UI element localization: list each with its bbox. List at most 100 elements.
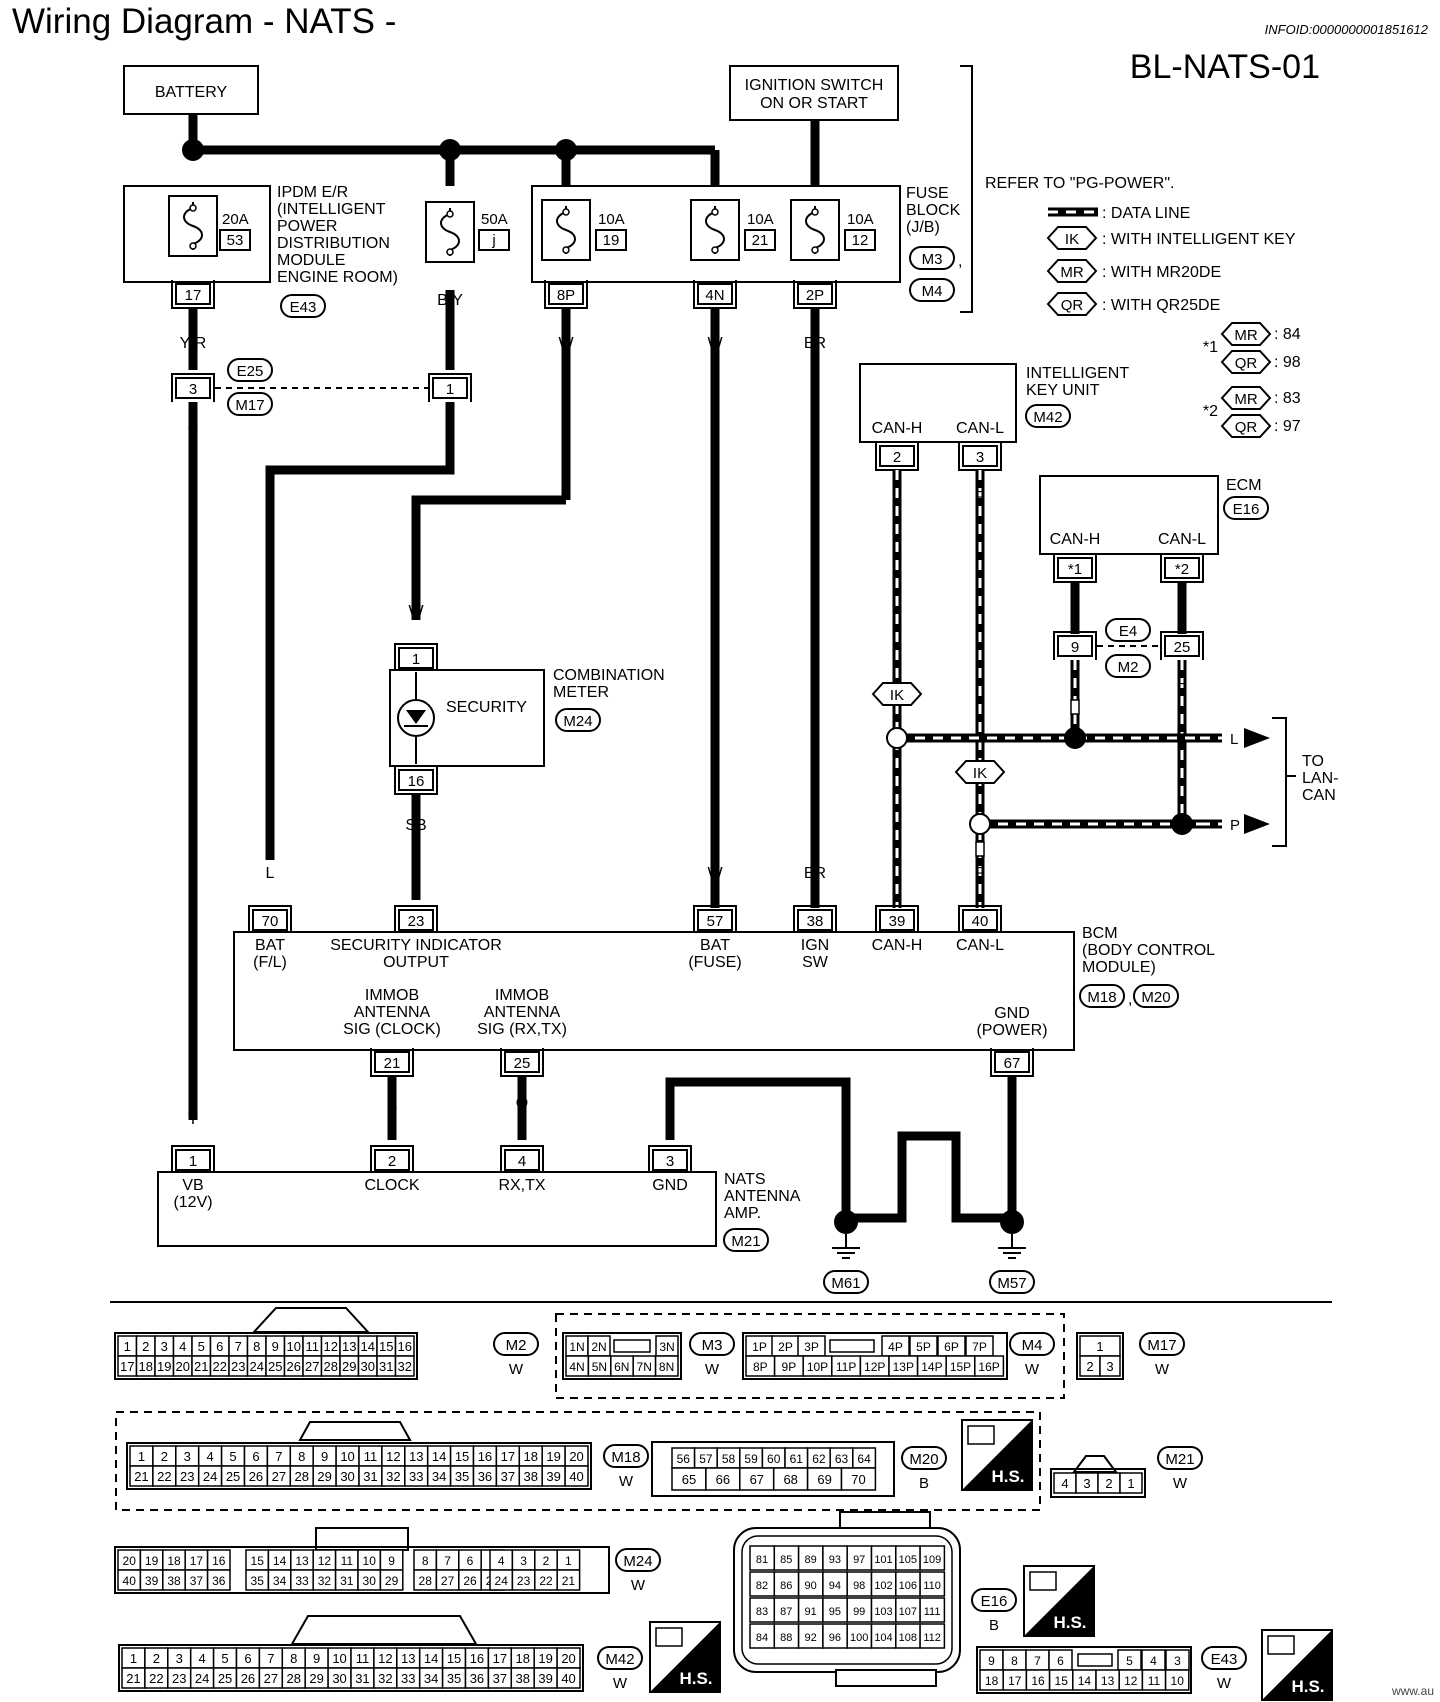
wire-color-w: W xyxy=(558,335,574,352)
connector-tag-m42 xyxy=(597,1646,643,1670)
connector-pin-label: 103 xyxy=(874,1606,892,1618)
connector-pin-label: 86 xyxy=(780,1580,792,1592)
wire xyxy=(665,1077,851,1216)
wire-color-l: L xyxy=(446,425,455,442)
pin-bracket xyxy=(875,905,919,934)
connector-pin-label: 23 xyxy=(231,1359,245,1374)
connector-pin-label: 20 xyxy=(569,1449,583,1464)
fuse-number: 53 xyxy=(227,232,244,249)
pin-number: 1 xyxy=(446,381,454,398)
ecm-can-l-label: CAN-L xyxy=(1158,531,1206,548)
bcm-pin xyxy=(962,909,998,931)
connector-id: M17 xyxy=(1147,1337,1176,1354)
connector-pin-label: 11 xyxy=(364,1449,378,1464)
pin-number: 67 xyxy=(1004,1055,1021,1072)
connector-pin-label: 40 xyxy=(123,1574,137,1588)
connector-pin-label: 23 xyxy=(180,1469,194,1484)
nats-label: ANTENNA xyxy=(724,1188,801,1205)
connector-pin-label: 81 xyxy=(756,1554,768,1566)
connector-tag-m4 xyxy=(1009,1332,1055,1356)
nats-clock-label: CLOCK xyxy=(364,1177,419,1194)
connector-pin-label: 1N xyxy=(569,1340,584,1354)
bcm-connector-tag xyxy=(1079,984,1125,1008)
connector-pin-label: 64 xyxy=(857,1452,871,1466)
connector-cell xyxy=(749,1597,776,1623)
connector-pin-label: 11 xyxy=(306,1339,320,1354)
connector-pin-label: 16 xyxy=(212,1554,226,1568)
bcm-label: MODULE) xyxy=(1082,959,1156,976)
connector-pin-label: 88 xyxy=(780,1632,792,1644)
connector-pin-label: 12 xyxy=(1124,1674,1138,1688)
connector-pin-label: 95 xyxy=(829,1606,841,1618)
connector-pin-label: 24 xyxy=(250,1359,264,1374)
connector-color: W xyxy=(705,1361,720,1378)
wire-color-p: P xyxy=(1177,599,1188,616)
pin-bracket xyxy=(693,905,737,934)
connector-cell xyxy=(394,1355,415,1377)
connector-cell xyxy=(773,1571,800,1597)
pin-number: 16 xyxy=(408,773,425,790)
wire-color-y: Y xyxy=(188,1111,199,1128)
connector-pin-label: 21 xyxy=(194,1359,208,1374)
connector-tag-m21 xyxy=(1157,1446,1203,1470)
nats-connector-tag xyxy=(723,1228,769,1252)
connector-pin-label: 23 xyxy=(172,1671,186,1686)
connector-pin-label: 57 xyxy=(699,1452,713,1466)
connector-pin-label: 3 xyxy=(1106,1359,1113,1374)
connector-cell xyxy=(822,1571,848,1597)
connector-tag-m2 xyxy=(493,1332,539,1356)
ipdm-label: IPDM E/R xyxy=(277,184,348,201)
bcm-security-output-label: SECURITY INDICATOR xyxy=(330,937,502,954)
hs-label: H.S. xyxy=(991,1467,1024,1486)
connector-id: M2 xyxy=(1118,659,1139,676)
separator: , xyxy=(1128,991,1132,1008)
connector-latch xyxy=(835,1669,937,1687)
connector-color: W xyxy=(613,1675,628,1692)
connector-pin-label: 8 xyxy=(1011,1654,1018,1668)
bcm-pin xyxy=(797,909,833,931)
connector-pin-label: 18 xyxy=(167,1554,181,1568)
connector-pin-label: 68 xyxy=(783,1472,797,1487)
connector-pin-label: 36 xyxy=(478,1469,492,1484)
bcm-ign-sw-label: IGN xyxy=(801,937,829,954)
connector-pin-label: 25 xyxy=(226,1469,240,1484)
connector-pin-label: 3 xyxy=(161,1339,168,1354)
note-qr-tag xyxy=(1220,350,1272,374)
connector-id: M57 xyxy=(997,1275,1026,1292)
connector-pin-label: 5 xyxy=(198,1339,205,1354)
connector-id: M3 xyxy=(922,251,943,268)
connector-pin-label: 4 xyxy=(179,1339,186,1354)
connector-housing xyxy=(651,1441,895,1497)
connector-pin-label: 22 xyxy=(149,1671,163,1686)
connector-id: E43 xyxy=(1211,1651,1238,1668)
connector-pin-label: 2 xyxy=(153,1651,160,1666)
connector-pin-label: 39 xyxy=(546,1469,560,1484)
diagram-code: BL-NATS-01 xyxy=(1129,48,1320,86)
ecm-pin-l xyxy=(1164,557,1200,579)
ecm-can-h-label: CAN-H xyxy=(1050,531,1101,548)
connector-pin-label: 60 xyxy=(767,1452,781,1466)
to-lan-can-label: CAN xyxy=(1302,787,1336,804)
connector-pin-label: 3 xyxy=(184,1449,191,1464)
fuse-amperage: 10A xyxy=(747,211,774,228)
connector-pin-label: 3 xyxy=(1083,1476,1090,1491)
connector-pin-label: 17 xyxy=(493,1651,507,1666)
connector-pin-label: 110 xyxy=(923,1580,941,1592)
connector-pin-label: 1 xyxy=(1096,1339,1103,1354)
fuse-terminal xyxy=(562,208,570,216)
connector-group xyxy=(555,1313,1065,1399)
connector-pin-label: 34 xyxy=(424,1671,438,1686)
connector-pin-label: 35 xyxy=(455,1469,469,1484)
connector-color: W xyxy=(619,1473,634,1490)
hs-connector-icon xyxy=(1029,1571,1057,1591)
nats-label: AMP. xyxy=(724,1205,761,1222)
bcm-box xyxy=(233,931,1075,1051)
wire-color-l: L xyxy=(893,489,902,506)
wire-color-l: L xyxy=(266,865,275,882)
connector-pin-label: 4 xyxy=(199,1651,206,1666)
option-code: MR xyxy=(1060,264,1083,281)
wire-color-l: L xyxy=(893,865,902,882)
connector-pin-label: 36 xyxy=(212,1574,226,1588)
pin-number: 25 xyxy=(514,1055,531,1072)
connector-pin-label: 2 xyxy=(543,1554,550,1568)
